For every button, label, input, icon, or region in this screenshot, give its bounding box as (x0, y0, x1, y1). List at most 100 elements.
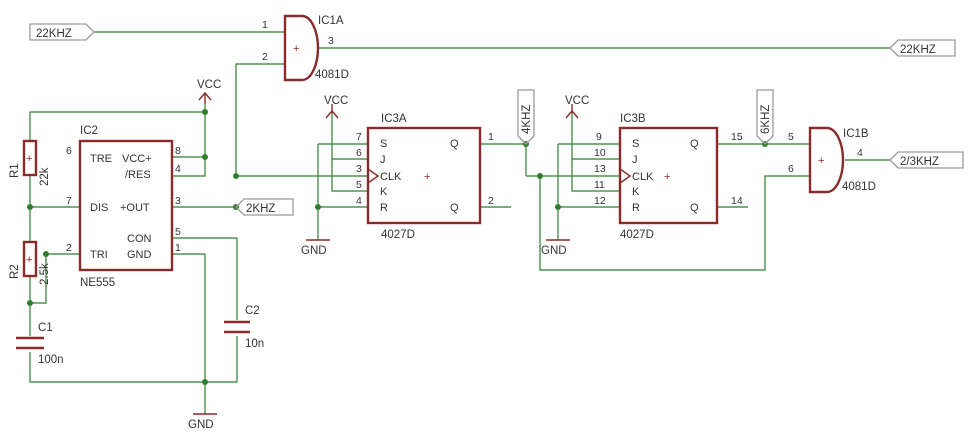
svg-text:4027D: 4027D (381, 229, 415, 241)
ic1a-and-gate: + IC1A 4081D 1 2 3 (262, 14, 349, 82)
svg-text:1: 1 (488, 131, 494, 143)
svg-text:5: 5 (788, 131, 794, 143)
net-label-22khz-in: 22KHZ (29, 23, 95, 41)
resistor-r2: + R2 2.5k (9, 240, 51, 285)
svg-text:VCC+: VCC+ (122, 153, 152, 165)
svg-text:R: R (632, 202, 640, 214)
vcc-symbol-ic3b: VCC (565, 95, 589, 119)
svg-text:2: 2 (262, 51, 268, 63)
svg-text:Q: Q (690, 202, 699, 214)
svg-text:GND: GND (301, 245, 327, 257)
svg-text:TRI: TRI (90, 249, 108, 261)
net-label-6khz: 6KHZ (756, 89, 774, 145)
svg-text:GND: GND (127, 249, 152, 261)
svg-text:IC1B: IC1B (843, 128, 869, 140)
svg-text:CON: CON (127, 233, 152, 245)
net-label-2-3khz: 2/3KHZ (889, 151, 964, 169)
svg-text:+: + (26, 153, 32, 165)
svg-text:6: 6 (356, 147, 362, 159)
svg-text:/RES: /RES (125, 169, 151, 181)
svg-text:7: 7 (66, 195, 72, 207)
svg-text:DIS: DIS (90, 202, 108, 214)
svg-text:IC1A: IC1A (318, 15, 344, 27)
net-label-2khz: 2KHZ (235, 198, 294, 216)
svg-text:15: 15 (731, 131, 743, 143)
svg-text:13: 13 (594, 163, 606, 175)
svg-text:2.5k: 2.5k (39, 263, 51, 285)
svg-text:2: 2 (66, 242, 72, 254)
svg-text:NE555: NE555 (80, 277, 115, 289)
svg-text:6: 6 (788, 163, 794, 175)
svg-text:VCC: VCC (565, 95, 589, 107)
svg-text:+: + (664, 171, 670, 183)
svg-text:+: + (424, 171, 430, 183)
svg-text:4027D: 4027D (620, 229, 654, 241)
net-label-4khz: 4KHZ (517, 89, 535, 145)
svg-text:10: 10 (594, 147, 606, 159)
svg-text:R1: R1 (9, 163, 21, 178)
ic1b-and-gate: + IC1B 4081D 5 6 4 (788, 126, 876, 194)
svg-text:11: 11 (594, 179, 605, 191)
svg-text:1: 1 (175, 242, 181, 254)
svg-text:J: J (632, 154, 638, 166)
svg-text:S: S (632, 138, 639, 150)
svg-text:2/3KHZ: 2/3KHZ (900, 156, 939, 168)
svg-text:8: 8 (175, 145, 181, 157)
svg-text:2KHZ: 2KHZ (246, 203, 275, 215)
svg-text:22KHZ: 22KHZ (36, 28, 72, 40)
gnd-symbol-ic3a: GND (301, 239, 330, 257)
capacitor-c2: C2 10n (224, 305, 264, 350)
svg-text:C1: C1 (38, 322, 53, 334)
svg-text:CLK: CLK (380, 171, 402, 183)
svg-text:IC3A: IC3A (381, 113, 407, 125)
svg-text:2: 2 (488, 195, 494, 207)
svg-text:22KHZ: 22KHZ (900, 44, 936, 56)
svg-text:Q: Q (690, 138, 699, 150)
svg-text:K: K (380, 186, 388, 198)
svg-text:4: 4 (356, 195, 362, 207)
svg-text:IC3B: IC3B (620, 113, 646, 125)
svg-text:4081D: 4081D (315, 69, 349, 81)
svg-text:J: J (380, 154, 386, 166)
svg-text:3: 3 (175, 195, 181, 207)
svg-text:Q: Q (450, 202, 459, 214)
capacitor-c1: C1 100n (16, 322, 64, 366)
vcc-symbol-555: VCC (197, 79, 221, 104)
svg-text:VCC: VCC (324, 95, 348, 107)
svg-text:4: 4 (175, 163, 181, 175)
svg-text:100n: 100n (38, 354, 64, 366)
gnd-symbol-555: GND (188, 413, 217, 431)
svg-text:6: 6 (66, 145, 72, 157)
svg-text:C2: C2 (245, 305, 260, 317)
svg-text:S: S (380, 138, 387, 150)
svg-text:K: K (632, 186, 640, 198)
svg-text:12: 12 (594, 195, 606, 207)
svg-text:1: 1 (262, 19, 268, 31)
svg-text:3: 3 (328, 35, 334, 47)
svg-text:+: + (818, 155, 824, 167)
svg-text:22k: 22k (39, 167, 51, 186)
svg-text:9: 9 (596, 131, 602, 143)
vcc-symbol-ic3a: VCC (324, 95, 348, 119)
svg-text:CLK: CLK (632, 171, 654, 183)
svg-text:GND: GND (541, 245, 567, 257)
svg-text:10n: 10n (245, 338, 264, 350)
svg-text:R2: R2 (9, 264, 21, 279)
ic3a-4027: IC3A 4027D S J CLK K R Q Q + 7 6 3 5 4 1… (356, 113, 494, 241)
junction-dots (27, 109, 768, 385)
svg-text:4081D: 4081D (842, 181, 876, 193)
svg-text:GND: GND (188, 419, 214, 431)
net-label-22khz-out: 22KHZ (889, 39, 956, 57)
ic3b-4027: IC3B 4027D S J CLK K R Q Q + 9 10 13 11 … (594, 113, 743, 241)
svg-text:5: 5 (356, 179, 362, 191)
svg-text:+OUT: +OUT (120, 202, 150, 214)
svg-text:VCC: VCC (197, 79, 221, 91)
svg-text:IC2: IC2 (80, 125, 98, 137)
svg-text:TRE: TRE (90, 153, 112, 165)
svg-text:7: 7 (356, 131, 362, 143)
svg-text:Q: Q (450, 138, 459, 150)
svg-text:+: + (26, 254, 32, 266)
svg-text:+: + (293, 43, 299, 55)
